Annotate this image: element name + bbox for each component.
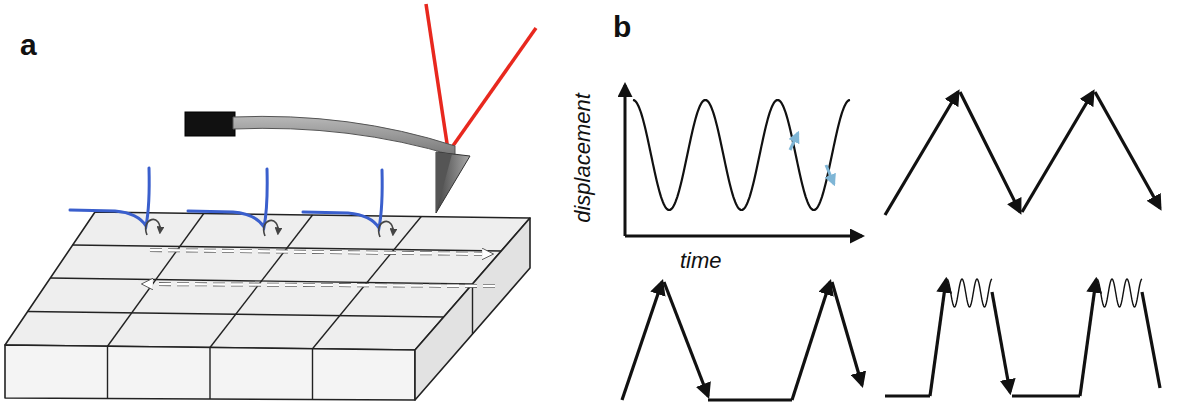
oscillation-dwell-wave <box>1097 279 1142 307</box>
force-curves <box>303 170 382 228</box>
laser-beam <box>426 4 536 150</box>
triangle-dwell-wave <box>664 282 708 396</box>
force-curves <box>70 168 382 228</box>
tapping-arrows <box>379 221 394 237</box>
slab-grid <box>209 348 210 400</box>
cantilever <box>233 116 455 156</box>
triangle-dwell-wave <box>792 282 830 400</box>
sine-plot <box>826 165 834 184</box>
sine-plot <box>790 133 798 150</box>
triangle-dwell-wave <box>832 282 862 385</box>
sine-plot <box>625 235 862 238</box>
axis-title: displacement <box>572 93 594 223</box>
sine-plot <box>633 100 850 210</box>
scan-arrows <box>145 250 495 286</box>
slab-grid <box>472 284 473 334</box>
oscillation-dwell-wave <box>1142 292 1160 388</box>
laser-beam <box>426 4 448 150</box>
triangle-wave <box>885 92 958 215</box>
axis-title: time <box>680 250 722 272</box>
tapping-arrows <box>146 219 161 235</box>
slab-grid <box>107 346 108 398</box>
panel-letter: b <box>613 12 631 42</box>
oscillation-dwell-wave <box>930 280 946 396</box>
slab-grid <box>28 214 502 400</box>
oscillation-dwell-wave <box>992 292 1010 392</box>
triangle-wave <box>885 92 1160 215</box>
oscillation-dwell-wave <box>885 279 1160 396</box>
cantilever <box>436 152 452 213</box>
cantilever <box>185 112 235 136</box>
sample-slab <box>5 212 530 400</box>
oscillation-dwell-wave <box>1080 280 1096 396</box>
sample-slab <box>5 345 415 400</box>
triangle-wave <box>1022 92 1093 212</box>
triangle-dwell-wave <box>622 282 862 400</box>
oscillation-dwell-wave <box>947 279 992 307</box>
tapping-arrows <box>146 219 394 237</box>
scan-arrows <box>145 284 495 286</box>
triangle-wave <box>960 92 1020 212</box>
slab-grid <box>50 278 473 284</box>
force-curves <box>188 169 267 227</box>
scan-arrows <box>150 250 490 254</box>
sine-plot <box>624 85 627 236</box>
scan-arrows <box>150 250 490 254</box>
sample-slab <box>415 218 530 400</box>
cantilever <box>436 152 470 213</box>
oscillation-dwell-wave <box>1012 394 1080 397</box>
triangle-wave <box>1095 92 1160 208</box>
laser-beam <box>450 28 536 150</box>
force-curves <box>70 168 149 226</box>
triangle-dwell-wave <box>622 282 662 400</box>
slab-grid <box>28 312 444 318</box>
oscillation-dwell-wave <box>885 394 930 397</box>
tapping-arrows <box>264 220 279 236</box>
cantilever <box>185 112 470 213</box>
sine-plot <box>625 85 862 236</box>
scan-arrows <box>145 284 495 286</box>
panel-letter: a <box>20 30 37 60</box>
slab-grid <box>312 349 313 400</box>
triangle-dwell-wave <box>708 398 792 401</box>
